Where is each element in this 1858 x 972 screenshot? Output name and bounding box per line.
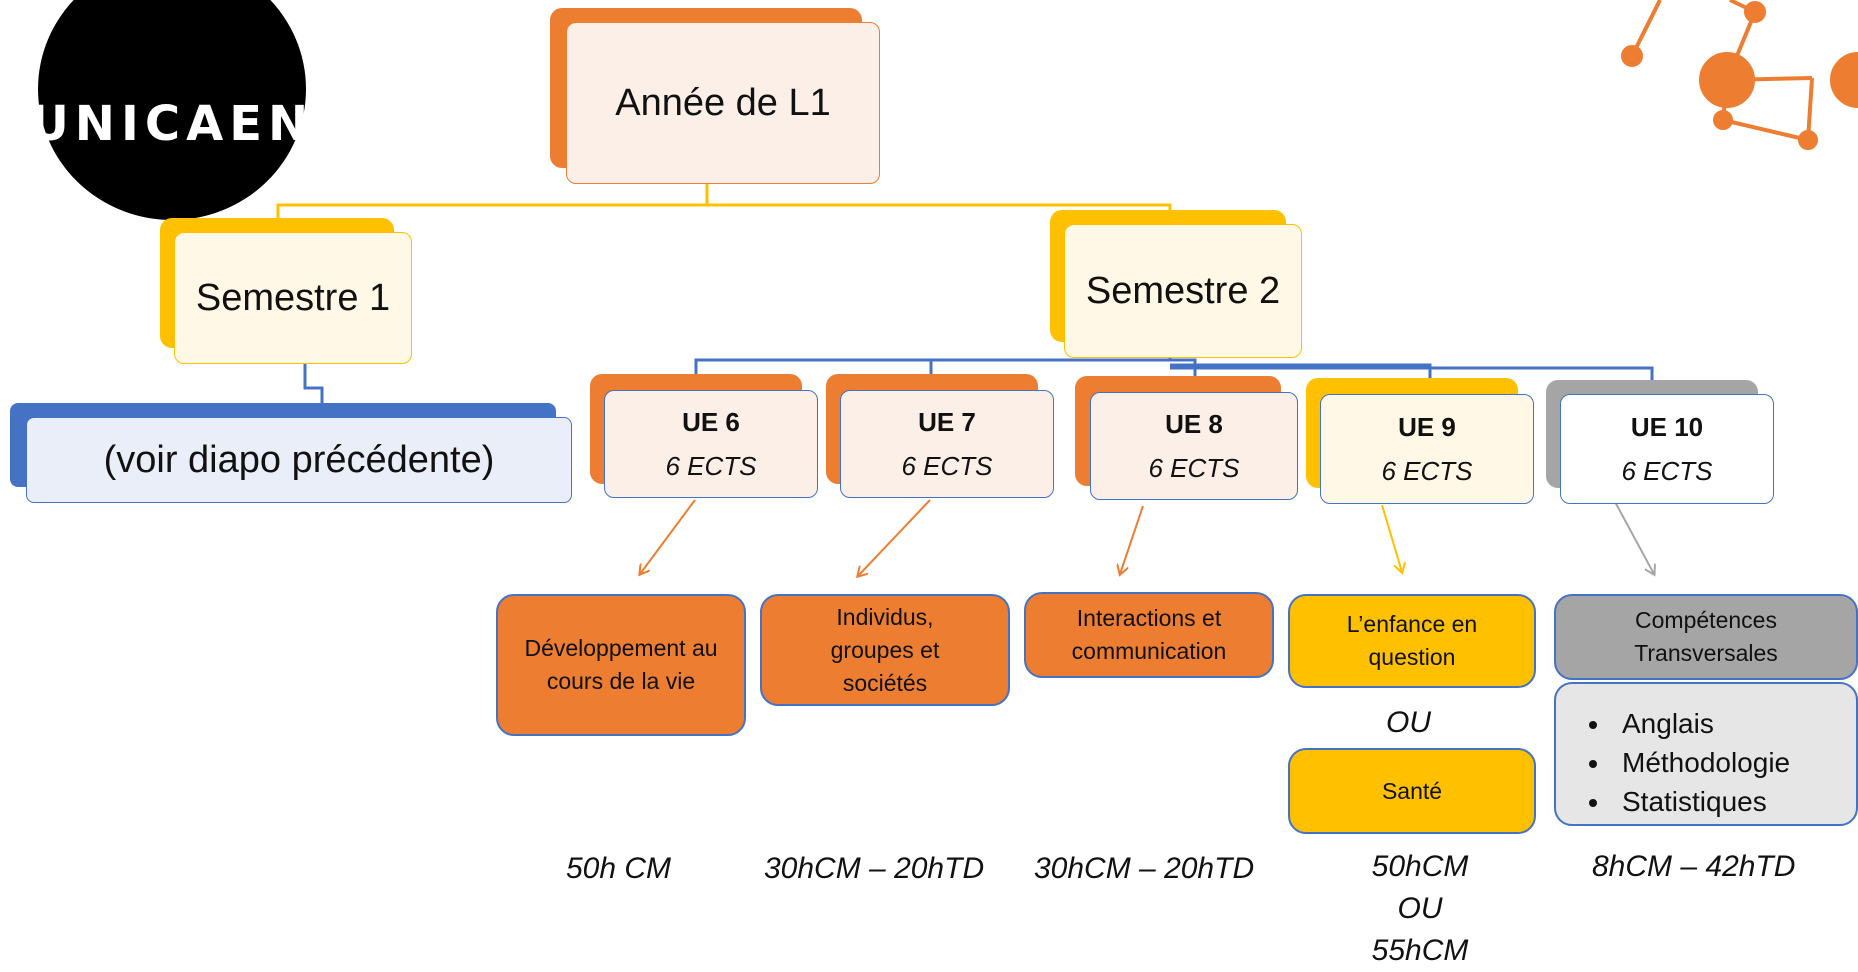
semester1-front: Semestre 1 [174,232,412,364]
course-ue7-label: Individus, groupes et sociétés [830,603,940,696]
arrow-ue9 [1381,504,1402,572]
semester1-note: (voir diapo précédente) [103,438,495,481]
semester2-front: Semestre 2 [1064,224,1302,358]
hours-ue9-line1: 50hCM [1371,850,1469,883]
hours-ue9-line2: OU [1397,892,1443,925]
ue10-skills-list: Anglais Méthodologie Statistiques [1554,682,1858,826]
ue6-title: UE 6 [682,407,740,437]
logo-text: UNICAEN [29,96,315,152]
course-ue9-b-label: Santé [1381,777,1443,804]
year-label: Année de L1 [615,81,831,124]
course-ue10: Compétences Transversales [1554,594,1858,680]
note-front: (voir diapo précédente) [26,417,572,503]
hours-ue7: 30hCM – 20hTD [764,852,985,885]
ue7-front: UE 7 6 ECTS [840,390,1054,498]
skill-item: Statistiques [1612,782,1856,821]
skill-item: Anglais [1612,704,1856,743]
unicaen-logo: UNICAEN [30,0,308,220]
course-ue8: Interactions et communication [1024,592,1274,678]
arrow-ue7 [858,499,931,576]
course-ue9-a-label: L’enfance en question [1346,611,1478,670]
ue10-ects: 6 ECTS [1621,456,1713,486]
hours-ue10: 8hCM – 42hTD [1592,850,1796,883]
ue10-front: UE 10 6 ECTS [1560,394,1774,504]
ue8-front: UE 8 6 ECTS [1090,392,1298,500]
molecule-decoration [1621,0,1858,150]
hours-ue8: 30hCM – 20hTD [1034,852,1255,885]
course-ue9-b: Santé [1288,748,1536,834]
course-ue9-or: OU [1386,706,1431,739]
course-ue6-label: Développement au cours de la vie [524,635,718,694]
year-box-front: Année de L1 [566,22,880,184]
course-ue6: Développement au cours de la vie [496,594,746,736]
ue6-front: UE 6 6 ECTS [604,390,818,498]
course-ue8-label: Interactions et communication [1071,605,1227,664]
hours-ue9-line3: 55hCM [1371,934,1469,967]
hours-ue9: 50hCM OU 55hCM [1340,846,1500,972]
hours-ue6: 50h CM [566,852,672,885]
ue9-ects: 6 ECTS [1381,456,1473,486]
arrow-ue8 [1120,505,1144,574]
ue6-ects: 6 ECTS [665,451,757,481]
connector-year-semesters [276,180,709,230]
course-ue10-label: Compétences Transversales [1634,607,1778,666]
ue8-title: UE 8 [1165,409,1223,439]
ue8-ects: 6 ECTS [1148,453,1240,483]
arrow-ue10 [1613,499,1654,574]
arrow-ue6 [640,499,696,574]
ue10-title: UE 10 [1630,412,1704,442]
course-ue9-a: L’enfance en question [1288,594,1536,688]
ue9-front: UE 9 6 ECTS [1320,394,1534,504]
course-ue7: Individus, groupes et sociétés [760,594,1010,706]
connector-semester1-note [303,352,324,415]
ue7-title: UE 7 [918,407,976,437]
ue9-title: UE 9 [1398,412,1456,442]
skill-item: Méthodologie [1612,743,1856,782]
semester2-label: Semestre 2 [1085,269,1281,312]
semester1-label: Semestre 1 [195,276,391,319]
ue7-ects: 6 ECTS [901,451,993,481]
